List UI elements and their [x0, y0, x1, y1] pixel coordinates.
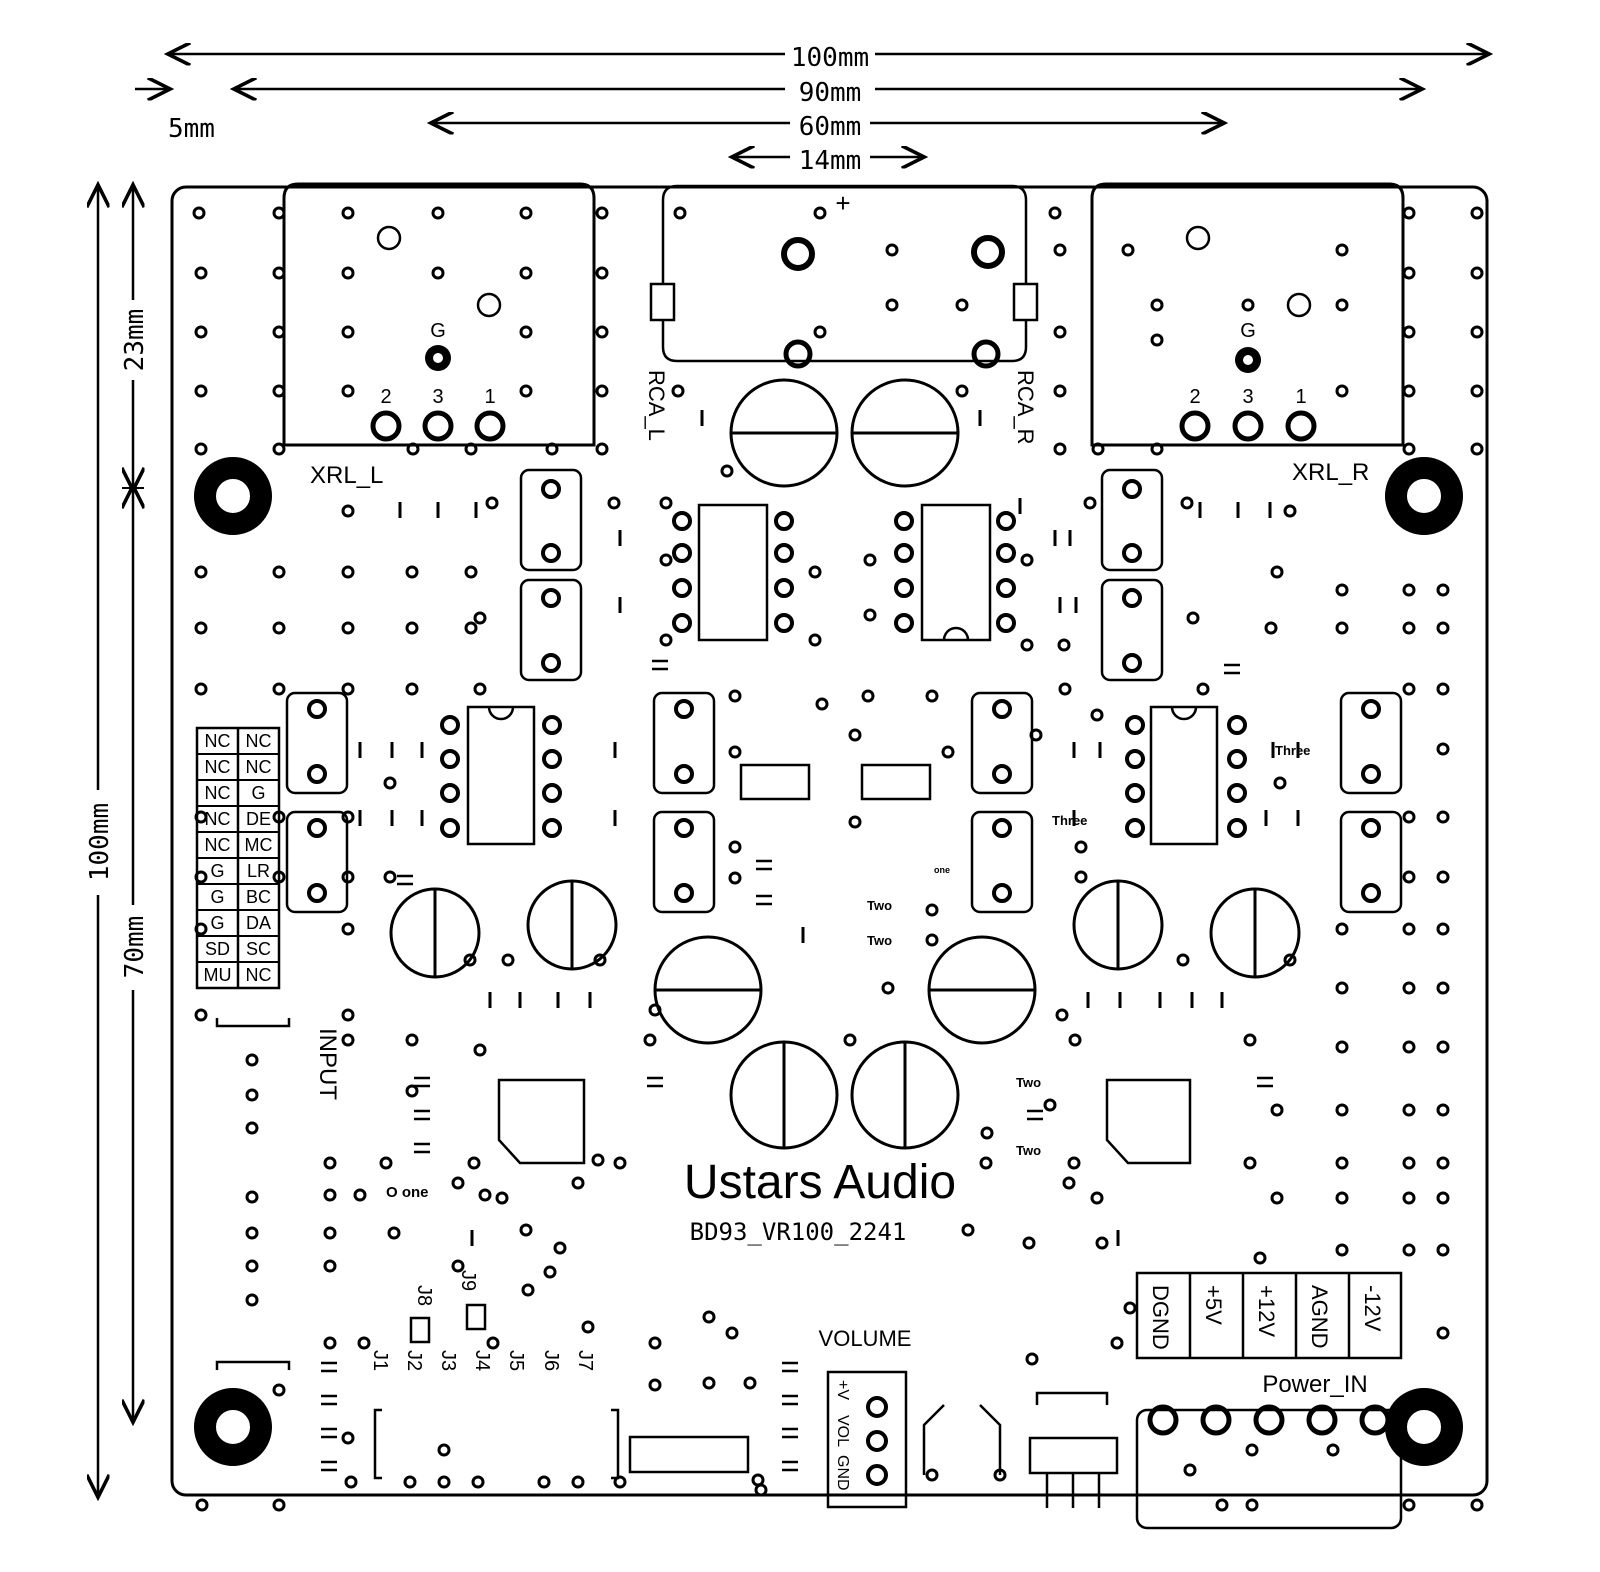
header-pin-table: NC NC NC NC NC G NC DE NC MC G LR G BC G DA SD SC MU NC [195, 726, 281, 990]
power-terminal [1135, 1271, 1403, 1530]
header-pin-label: G [251, 783, 265, 803]
header-pin-label: SC [246, 939, 271, 959]
dim-14mm: 14mm [799, 146, 862, 176]
trimmer-pots [497, 1078, 1192, 1165]
header-pin-label: DA [246, 913, 271, 933]
xlr-left-g-label: G [430, 320, 446, 342]
xlr-left-pin-label: 1 [484, 386, 495, 408]
jumper-label: J5 [505, 1350, 527, 1371]
header-pin-label: LR [247, 861, 270, 881]
jumper-label: J2 [403, 1350, 425, 1371]
power-pin-label: +5V [1201, 1285, 1226, 1325]
header-pin-label: NC [205, 835, 231, 855]
header-pin-label: G [210, 861, 224, 881]
header-pin-label: SD [205, 939, 230, 959]
dim-23mm: 23mm [120, 309, 150, 372]
power-pin-label: DGND [1148, 1285, 1173, 1350]
dim-100mm-top: 100mm [791, 43, 869, 73]
xlr-left-connector [282, 182, 596, 447]
rca-connector [649, 184, 1039, 369]
xlr-left-pin-label: 3 [432, 386, 443, 408]
annotation-two: Two [867, 933, 892, 948]
header-pin-label: NC [205, 809, 231, 829]
power-pin-label: AGND [1307, 1285, 1332, 1349]
header-pin-label: G [210, 887, 224, 907]
rca-right-label: RCA_R [1013, 370, 1038, 445]
jumper-label: J9 [457, 1270, 479, 1291]
volume-connector [628, 1370, 908, 1509]
header-pin-label: NC [205, 731, 231, 751]
voltage-regulators [922, 1391, 1119, 1508]
header-bracket [215, 1018, 291, 1370]
header-pin-label: G [210, 913, 224, 933]
jumper-pads [373, 1303, 620, 1480]
annotation-two: Two [1016, 1075, 1041, 1090]
board-outline [170, 185, 1489, 1497]
volume-pin-label: VOL [834, 1415, 851, 1447]
volume-pin-label: +V [834, 1380, 851, 1400]
dimension-lines [98, 54, 1487, 1495]
xlr-right-g-label: G [1240, 320, 1256, 342]
smd-resistor-marks [321, 410, 1300, 1472]
dim-70mm: 70mm [120, 916, 150, 979]
jumper-label: J8 [413, 1285, 435, 1306]
xlr-right-pin-label: 3 [1242, 386, 1253, 408]
jumper-label: J1 [369, 1350, 391, 1371]
header-pin-label: DE [246, 809, 271, 829]
xlr-right-pin-label: 2 [1189, 386, 1200, 408]
dip-ic-packages [466, 503, 1219, 846]
power-in-title: Power_IN [1262, 1371, 1367, 1398]
via-pads [192, 206, 1484, 1512]
header-pin-label: MU [204, 965, 232, 985]
jumper-label: J4 [471, 1350, 493, 1371]
xlr-left-label: XRL_L [310, 462, 383, 489]
xlr-right-pin-label: 1 [1295, 386, 1306, 408]
annotation-three: Three [1275, 743, 1310, 758]
annotation-one: one [934, 865, 950, 875]
dim-5mm: 5mm [168, 114, 215, 144]
xlr-left-pin-label: 2 [380, 386, 391, 408]
version-text: BD93_VR100_2241 [690, 1218, 907, 1246]
annotation-two: Two [867, 898, 892, 913]
volume-pin-label: GND [834, 1455, 851, 1491]
dim-90mm: 90mm [799, 78, 862, 108]
power-pin-label: -12V [1360, 1285, 1385, 1332]
dim-100mm-left: 100mm [85, 803, 115, 881]
xlr-right-label: XRL_R [1292, 459, 1369, 486]
jumper-label: J6 [540, 1350, 562, 1371]
jumper-label: J7 [574, 1350, 596, 1371]
jumper-label: J3 [437, 1350, 459, 1371]
xlr-right-connector [1090, 182, 1405, 447]
header-pin-label: NC [246, 731, 272, 751]
header-pin-label: MC [245, 835, 273, 855]
dim-60mm: 60mm [799, 112, 862, 142]
annotation-three: Three [1052, 813, 1087, 828]
power-pin-label: +12V [1254, 1285, 1279, 1337]
volume-title: VOLUME [819, 1326, 912, 1351]
annotation-two: Two [1016, 1143, 1041, 1158]
header-pin-label: NC [246, 757, 272, 777]
electrolytic-capacitors [389, 378, 1301, 1150]
header-pin-label: NC [205, 757, 231, 777]
header-pin-label: BC [246, 887, 271, 907]
ic-pins [440, 511, 1247, 838]
header-pin-label: NC [246, 965, 272, 985]
header-pin-label: NC [205, 783, 231, 803]
annotation-o-one: O one [386, 1184, 429, 1201]
rca-plus-label: + [835, 188, 850, 218]
mounting-holes [194, 457, 1463, 1466]
brand-text: Ustars Audio [684, 1156, 956, 1209]
relay-blocks [285, 468, 1403, 914]
rca-left-label: RCA_L [644, 370, 669, 441]
input-label: INPUT [314, 1028, 341, 1100]
